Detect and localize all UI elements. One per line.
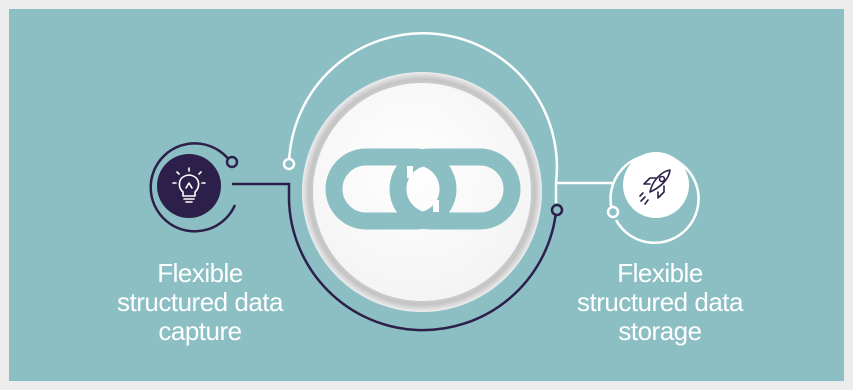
left-node-label-line-3: capture: [158, 316, 242, 346]
center-node: [302, 72, 542, 312]
left-node-ring-end: [225, 155, 239, 169]
left-node: [149, 142, 239, 233]
left-node-ring: [149, 142, 237, 233]
left-node-label: Flexible structured data capture: [110, 259, 290, 346]
lightbulb-icon: [172, 167, 206, 203]
right-node-ring-end: [606, 205, 620, 219]
right-node-label-line-3: storage: [618, 316, 702, 346]
navy-connector-arc: [232, 182, 558, 332]
left-node-label-line-1: Flexible: [157, 258, 243, 288]
white-connector-arc: [287, 32, 559, 203]
right-node-label-line-2: structured data: [577, 287, 743, 317]
right-node: [606, 152, 700, 244]
navy-connector-node-right: [550, 203, 564, 217]
right-node-label: Flexible structured data storage: [565, 259, 755, 346]
white-connector-node-left: [282, 157, 296, 171]
rocket-icon: [639, 169, 671, 205]
chain-link-icon: [325, 148, 521, 230]
left-node-label-line-2: structured data: [117, 287, 283, 317]
right-node-ring: [609, 153, 700, 244]
left-node-disc: [157, 154, 221, 218]
right-node-disc: [623, 152, 689, 218]
center-node-inner-disc: [313, 83, 531, 301]
right-node-label-line-1: Flexible: [617, 258, 703, 288]
